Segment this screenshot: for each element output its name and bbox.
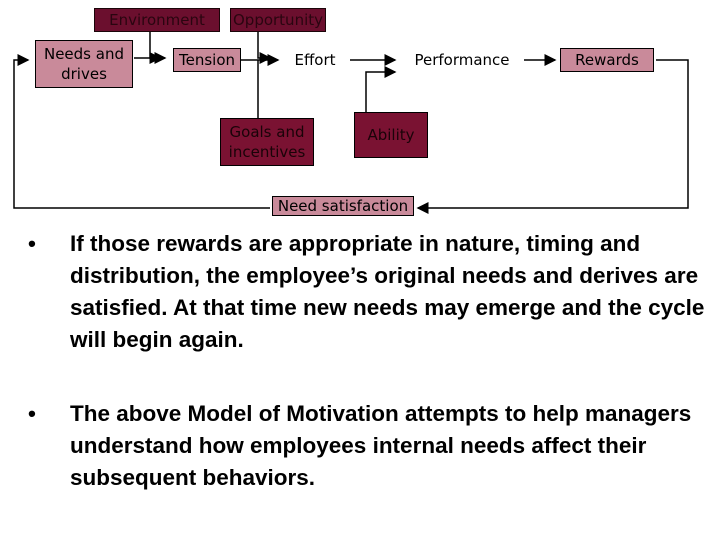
need-satisfaction-box: Need satisfaction (272, 196, 414, 216)
bullet-marker: • (28, 231, 36, 256)
performance-box: Performance (400, 48, 524, 72)
bullet-text: If those rewards are appropriate in natu… (70, 231, 705, 352)
arrow-need-satisfaction-to-needs (13, 54, 270, 209)
bullet-item: • The above Model of Motivation attempts… (28, 398, 718, 494)
ability-box: Ability (354, 112, 428, 158)
connector-lines (13, 24, 689, 214)
arrow-opportunity-to-effort (257, 24, 272, 64)
tension-box: Tension (173, 48, 241, 72)
bullet-list: • If those rewards are appropriate in na… (28, 228, 718, 536)
goals-and-incentives-box: Goals and incentives (220, 118, 314, 166)
environment-box: Environment (94, 8, 220, 32)
arrow-rewards-to-need-satisfaction (416, 59, 689, 214)
bullet-text: The above Model of Motivation attempts t… (70, 401, 692, 490)
motivation-diagram: Environment Opportunity Needs and drives… (0, 0, 720, 220)
bullet-item: • If those rewards are appropriate in na… (28, 228, 718, 356)
arrow-ability-to-performance (365, 66, 397, 112)
needs-and-drives-box: Needs and drives (35, 40, 133, 88)
rewards-box: Rewards (560, 48, 654, 72)
opportunity-box: Opportunity (230, 8, 326, 32)
bullet-marker: • (28, 401, 36, 426)
effort-box: Effort (282, 48, 348, 72)
